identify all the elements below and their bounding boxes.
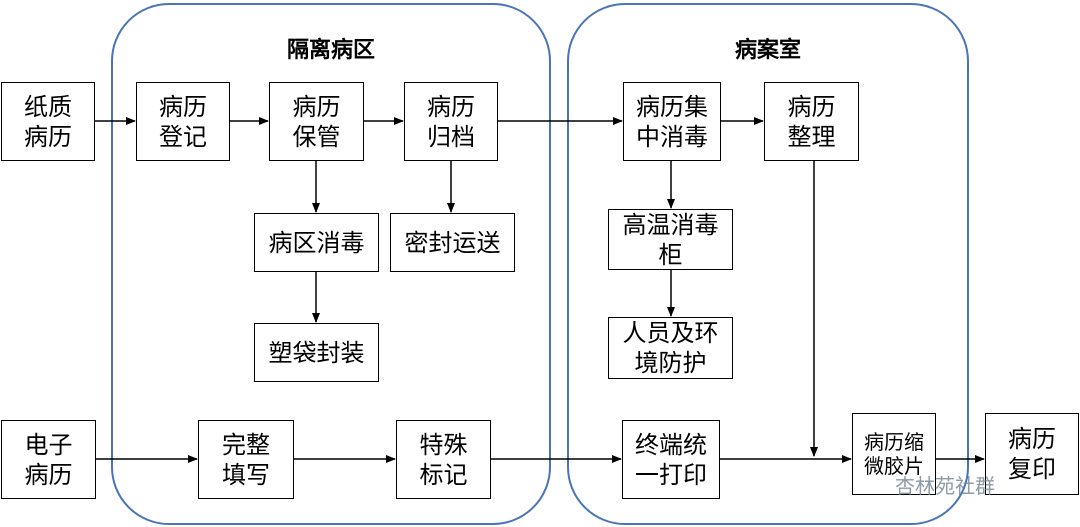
node-staff-protection: 人员及环 境防护: [608, 317, 733, 379]
isolation-ward-title: 隔离病区: [286, 38, 375, 63]
node-complete-fill: 完整 填写: [198, 420, 294, 499]
node-paper-record: 纸质 病历: [1, 82, 95, 161]
node-record-copy: 病历 复印: [985, 413, 1079, 495]
node-central-disinfect: 病历集 中消毒: [623, 82, 721, 161]
node-electronic-record: 电子 病历: [1, 420, 96, 499]
node-seal-transport: 密封运送: [390, 213, 515, 272]
node-record-archive: 病历 归档: [404, 82, 498, 161]
node-record-register: 病历 登记: [136, 82, 230, 161]
records-room-region: [567, 3, 969, 525]
node-high-temp-cabinet: 高温消毒 柜: [608, 209, 733, 270]
node-record-keep: 病历 保管: [269, 82, 364, 161]
node-terminal-print: 终端统 一打印: [622, 420, 720, 499]
node-microfilm: 病历缩 微胶片: [852, 413, 936, 495]
records-room-title: 病案室: [734, 38, 801, 63]
node-plastic-bag: 塑袋封装: [254, 323, 379, 382]
node-ward-disinfect: 病区消毒: [254, 213, 379, 272]
node-record-organize: 病历 整理: [764, 82, 859, 161]
isolation-ward-region: [111, 3, 551, 525]
watermark-text: 杏林苑社群: [895, 474, 995, 498]
node-special-mark: 特殊 标记: [396, 420, 491, 499]
